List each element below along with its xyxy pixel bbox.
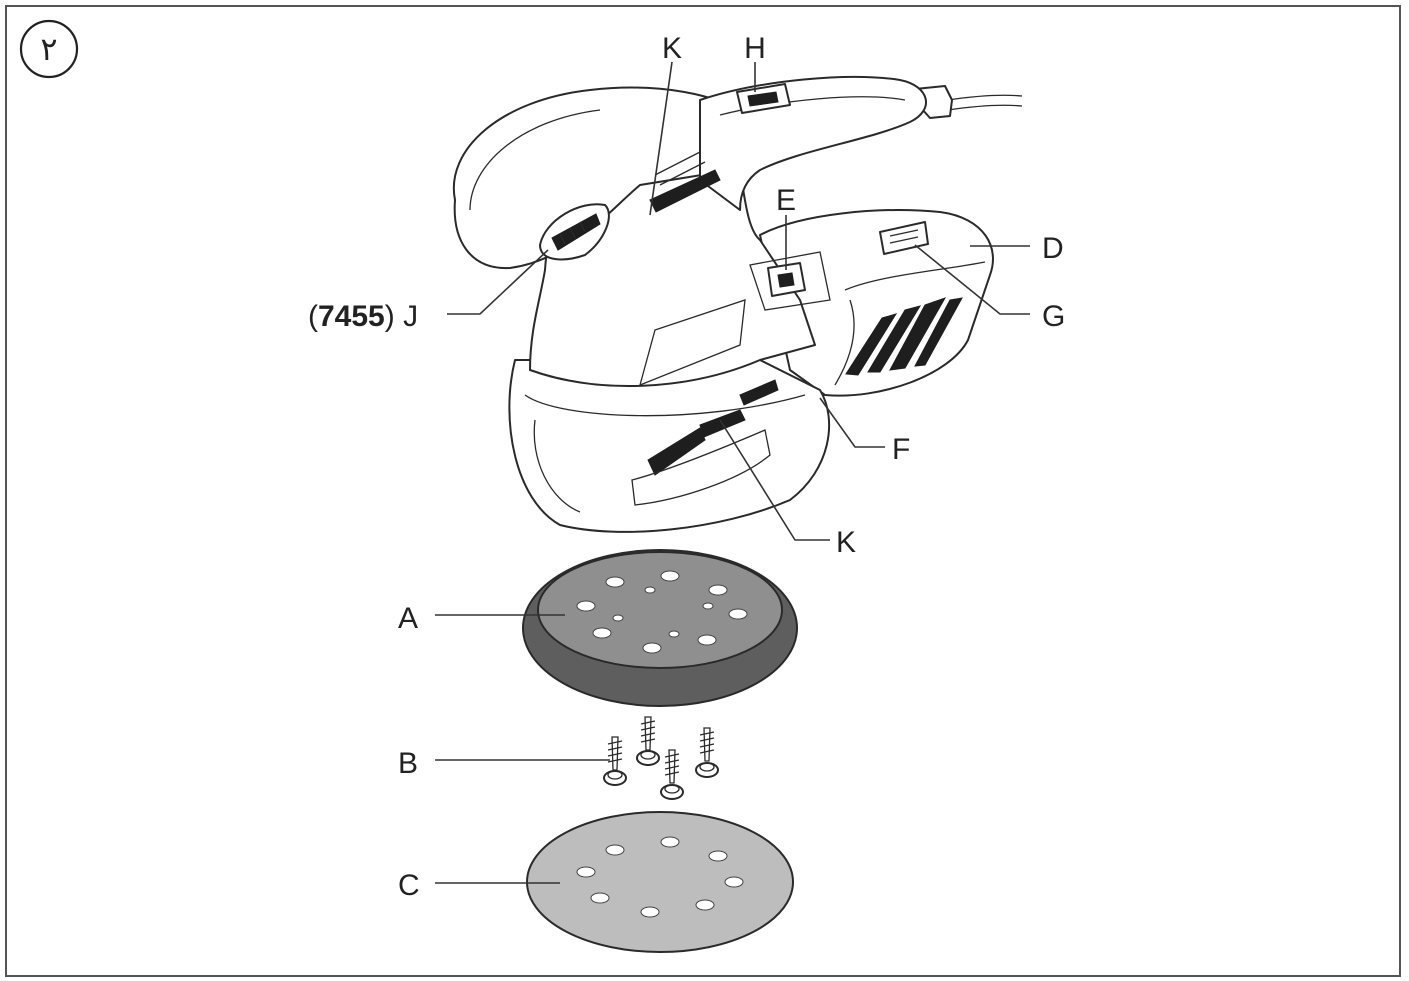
label-d: D: [1042, 232, 1064, 265]
callout-labels: K H E D G (7455) J F K A B C: [308, 32, 1065, 902]
leader-lines: [435, 61, 1030, 884]
label-c: C: [398, 869, 420, 902]
label-h: H: [744, 32, 766, 65]
leader-k-top: [649, 61, 673, 216]
power-cord: [947, 94, 1023, 101]
screw-2: [636, 716, 660, 766]
leader-j: [447, 249, 549, 315]
sheet-holes: [576, 836, 744, 918]
label-j: (7455) J: [308, 300, 418, 333]
speed-dial: [539, 203, 610, 261]
label-g: G: [1042, 300, 1065, 333]
label-j-letter: J: [403, 300, 418, 333]
label-e: E: [776, 184, 796, 217]
figure-number: ٢: [40, 30, 57, 68]
canister-vents: [845, 297, 963, 376]
sander-base: [508, 359, 831, 533]
power-switch: [736, 83, 791, 114]
pad-holes: [576, 570, 748, 654]
leader-g: [914, 244, 1030, 315]
sanding-pad: [522, 549, 798, 707]
figure-frame: [5, 5, 1401, 977]
top-vents: [649, 151, 721, 213]
screw-4: [695, 727, 719, 778]
base-vents: [631, 379, 779, 506]
release-button: [767, 262, 806, 297]
circle-number-icon: [19, 19, 79, 79]
label-a: A: [398, 602, 418, 635]
label-b: B: [398, 747, 418, 780]
label-k-top: K: [662, 32, 682, 65]
screw-1: [603, 736, 627, 786]
figure-number-badge: ٢: [19, 19, 79, 79]
label-f: F: [892, 433, 910, 466]
label-j-model: 7455: [318, 300, 385, 333]
handle: [699, 75, 927, 211]
leader-k-bottom: [719, 419, 830, 541]
screw-3: [660, 749, 684, 800]
dust-canister: [759, 209, 994, 397]
sander-body: [452, 75, 1023, 533]
sanding-sheet: [526, 811, 794, 953]
leader-f: [819, 397, 885, 448]
label-k-bottom: K: [836, 526, 856, 559]
screws: [603, 716, 719, 800]
